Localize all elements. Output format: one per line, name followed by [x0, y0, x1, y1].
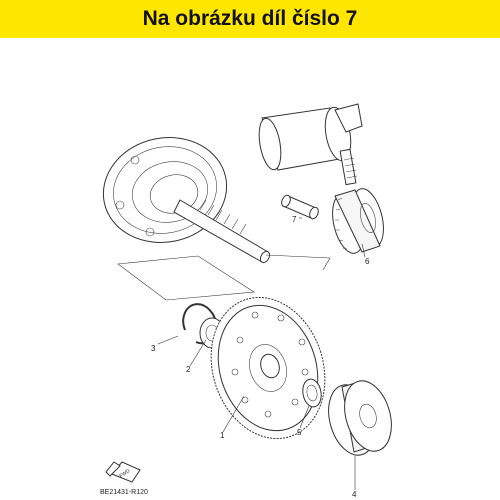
- clutch-housing-part-4: [328, 380, 392, 456]
- highlight-banner: Na obrázku díl číslo 7: [0, 0, 500, 38]
- washer-part-5: [302, 378, 322, 408]
- diagram-code: BE21431-R120: [100, 489, 148, 496]
- idler-shaft-part-7: [281, 194, 319, 220]
- forward-direction-arrow: FWD: [105, 461, 141, 483]
- callout-5: 5: [297, 428, 302, 437]
- callout-3: 3: [151, 344, 156, 353]
- banner-text: Na obrázku díl číslo 7: [142, 7, 358, 30]
- leader-lines: [157, 217, 366, 490]
- splined-shaft: [173, 199, 271, 264]
- starter-wheel-gear-part-1: [210, 296, 326, 440]
- callout-4: 4: [352, 490, 357, 499]
- callout-2: 2: [186, 365, 191, 374]
- callout-6: 6: [365, 257, 370, 266]
- callout-1: 1: [220, 431, 225, 440]
- callout-7: 7: [292, 215, 297, 224]
- starter-motor: [258, 103, 363, 186]
- fwd-label: FWD: [118, 468, 131, 480]
- idler-gear-part-6: [332, 188, 384, 254]
